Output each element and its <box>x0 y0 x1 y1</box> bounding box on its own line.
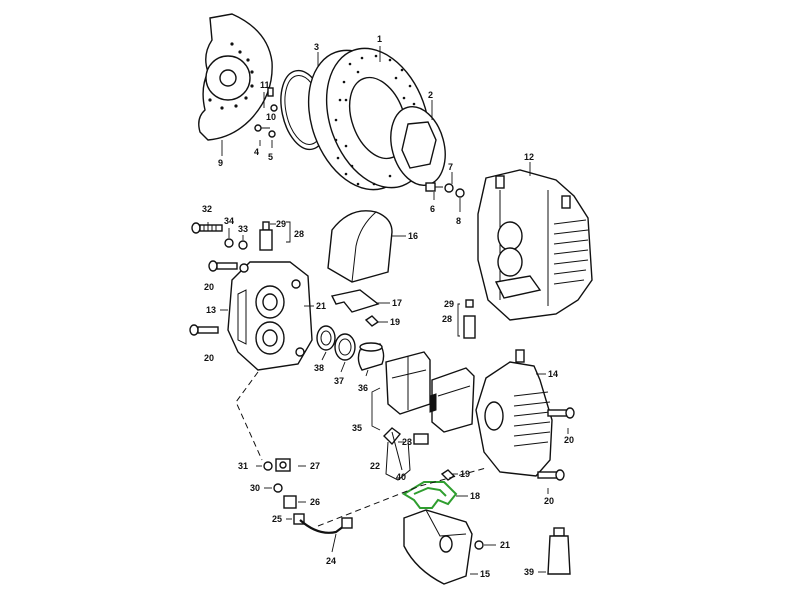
pin-19-lower[interactable] <box>440 469 456 481</box>
callout-28-left: 28 <box>294 229 304 239</box>
caliper-lower-right[interactable] <box>475 349 553 477</box>
callout-25: 25 <box>272 514 282 524</box>
bolt-32[interactable] <box>191 222 223 234</box>
callout-19-upper: 19 <box>390 317 400 327</box>
fitting-25[interactable] <box>293 513 305 525</box>
callout-38: 38 <box>314 363 324 373</box>
bolt-20-upper-right[interactable] <box>547 407 575 419</box>
callout-20-d: 20 <box>544 496 554 506</box>
callout-13: 13 <box>206 305 216 315</box>
bleeder-valve-right[interactable] <box>463 299 476 339</box>
callout-3: 3 <box>314 42 319 52</box>
callout-19-lower: 19 <box>460 469 470 479</box>
callout-11: 11 <box>260 80 270 90</box>
callout-29-right: 29 <box>444 299 454 309</box>
callout-39: 39 <box>524 567 534 577</box>
brake-line[interactable] <box>299 519 345 534</box>
dust-shield[interactable] <box>198 13 273 141</box>
pad-cover[interactable] <box>327 210 393 283</box>
callout-29-left: 29 <box>276 219 286 229</box>
screw-5[interactable] <box>268 130 276 138</box>
callout-28-right: 28 <box>442 314 452 324</box>
brake-pad-inner[interactable] <box>385 351 431 415</box>
callout-14: 14 <box>548 369 558 379</box>
callout-7: 7 <box>448 162 453 172</box>
callout-2: 2 <box>428 90 433 100</box>
bleed-nipple-31[interactable] <box>263 461 273 471</box>
seal-30[interactable] <box>273 483 283 493</box>
callout-20-c: 20 <box>564 435 574 445</box>
callout-26: 26 <box>310 497 320 507</box>
pad-spring-22[interactable] <box>383 427 411 481</box>
banjo-fitting-27[interactable] <box>275 458 291 472</box>
bolt-6[interactable] <box>425 182 443 192</box>
caliper-left[interactable] <box>227 261 313 371</box>
callout-24: 24 <box>326 556 336 566</box>
piston-seal-38[interactable] <box>316 325 336 351</box>
seal-33[interactable] <box>238 240 248 250</box>
bolt-4[interactable] <box>254 124 270 132</box>
cover-plate[interactable] <box>403 509 473 585</box>
caliper-right-assembly[interactable] <box>477 169 593 321</box>
callout-15: 15 <box>480 569 490 579</box>
callout-18: 18 <box>470 491 480 501</box>
nut-21-lower[interactable] <box>474 540 484 550</box>
callout-31: 31 <box>238 461 248 471</box>
callout-40: 40 <box>396 472 406 482</box>
callout-10: 10 <box>266 112 276 122</box>
screw-10[interactable] <box>267 87 274 97</box>
brake-pad-outer[interactable] <box>429 367 475 433</box>
callout-5: 5 <box>268 152 273 162</box>
dust-boot-37[interactable] <box>334 333 356 361</box>
callout-23: 23 <box>402 437 412 447</box>
callout-22: 22 <box>370 461 380 471</box>
callout-35: 35 <box>352 423 362 433</box>
callout-33: 33 <box>238 224 248 234</box>
callout-6: 6 <box>430 204 435 214</box>
washer-34[interactable] <box>224 238 234 248</box>
bleeder-valve[interactable] <box>259 221 273 251</box>
callout-34: 34 <box>224 216 234 226</box>
grease-tube[interactable] <box>547 527 571 575</box>
anti-rattle-spring[interactable] <box>330 289 380 313</box>
callout-4: 4 <box>254 147 259 157</box>
clip-23[interactable] <box>413 433 429 445</box>
callout-37: 37 <box>334 376 344 386</box>
callout-8: 8 <box>456 216 461 226</box>
washer-11[interactable] <box>270 104 278 112</box>
bolt-20-lower-left[interactable] <box>189 324 219 336</box>
nut-8[interactable] <box>455 188 465 198</box>
callout-1: 1 <box>377 34 382 44</box>
callout-9: 9 <box>218 158 223 168</box>
callout-21-b: 21 <box>500 540 510 550</box>
piston-36[interactable] <box>357 342 385 371</box>
assembly-line-bottom <box>317 467 487 527</box>
callout-36: 36 <box>358 383 368 393</box>
pin-19-upper[interactable] <box>364 315 380 327</box>
bolt-20-upper-left[interactable] <box>208 260 238 272</box>
fitting-26[interactable] <box>283 495 297 509</box>
callout-16: 16 <box>408 231 418 241</box>
washer-7[interactable] <box>444 183 454 193</box>
callout-20-b: 20 <box>204 353 214 363</box>
callout-17: 17 <box>392 298 402 308</box>
callout-30: 30 <box>250 483 260 493</box>
callout-20-a: 20 <box>204 282 214 292</box>
pad-bracket <box>371 387 381 431</box>
assembly-line-left <box>235 371 263 461</box>
callout-12: 12 <box>524 152 534 162</box>
retaining-plate-highlighted[interactable] <box>402 481 458 509</box>
leader-lines <box>207 46 569 575</box>
callout-labels: 1 2 3 4 5 6 7 8 9 10 11 12 13 14 15 16 1… <box>202 34 574 579</box>
callout-32: 32 <box>202 204 212 214</box>
callout-21-a: 21 <box>316 301 326 311</box>
bolt-20-lower-right[interactable] <box>537 469 565 481</box>
callout-27: 27 <box>310 461 320 471</box>
